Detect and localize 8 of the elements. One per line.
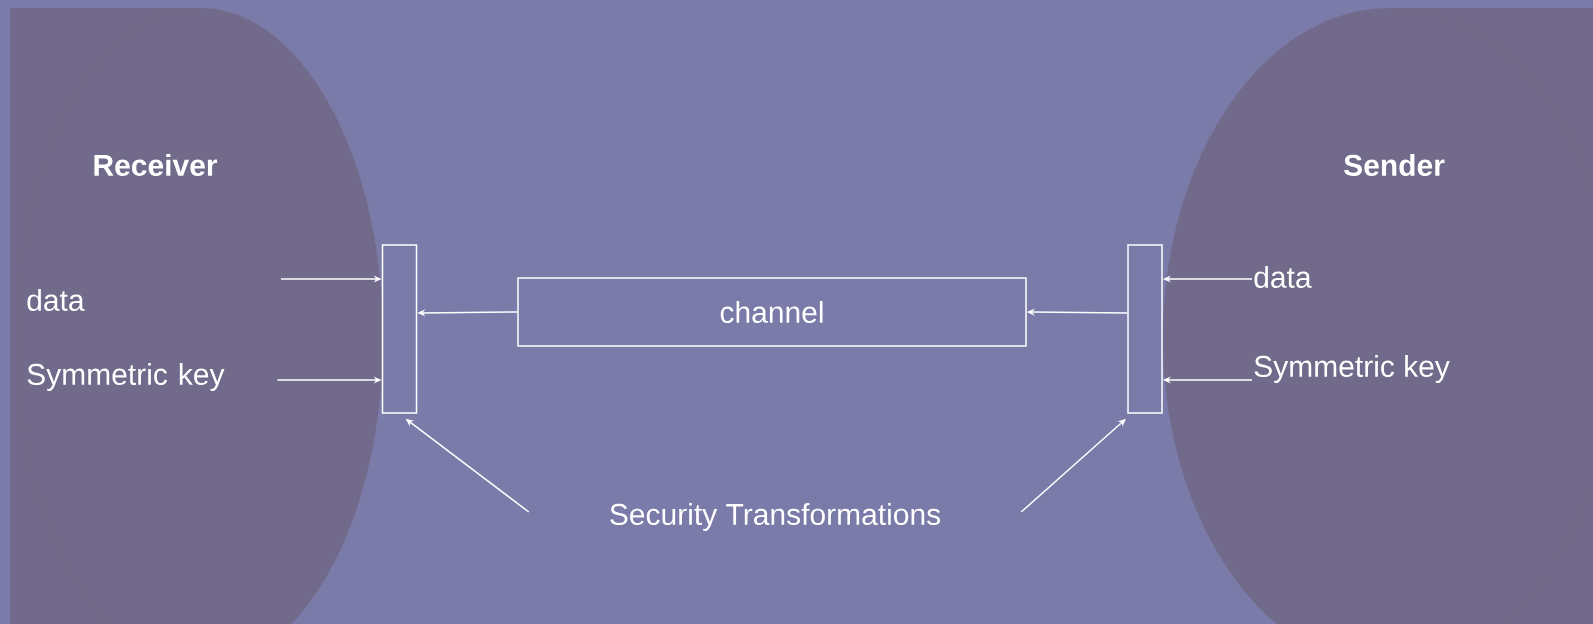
label-text: data [1254, 266, 1312, 288]
transform-bar [381, 244, 418, 414]
channel-box: channel [517, 277, 1027, 347]
transform-bar [1127, 244, 1163, 414]
label-text: data [27, 289, 85, 312]
label-text: Security Transformations [610, 503, 941, 531]
label-text: Symmetric key [27, 363, 225, 391]
label-text: Symmetric key [1254, 355, 1450, 383]
